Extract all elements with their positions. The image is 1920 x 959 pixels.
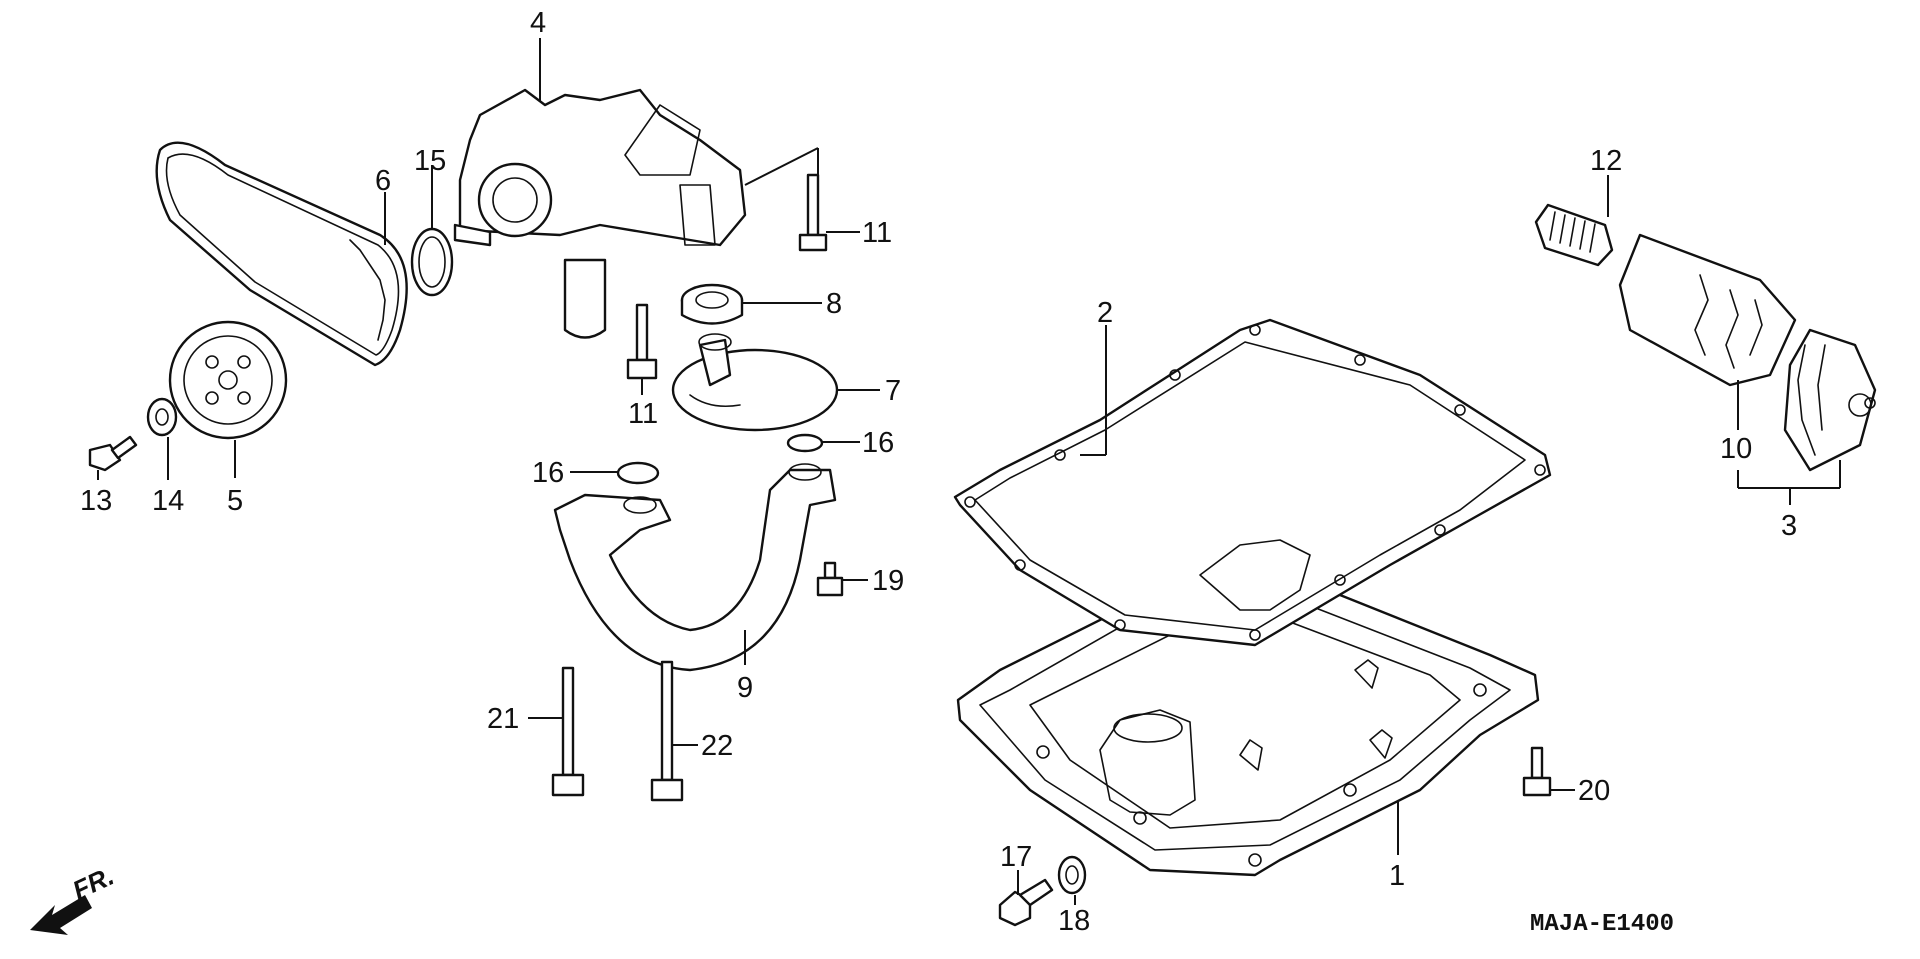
callout-10: 10: [1720, 433, 1752, 465]
callout-17: 17: [1000, 841, 1032, 873]
callout-22: 22: [701, 730, 733, 762]
collar: [680, 283, 744, 325]
flange-bolt-short: [816, 561, 844, 597]
callout-12: 12: [1590, 145, 1622, 177]
callout-3: 3: [1781, 510, 1797, 542]
callout-16b: 16: [862, 427, 894, 459]
callout-7: 7: [885, 375, 901, 407]
flange-bolt: [626, 173, 828, 380]
callout-13: 13: [80, 485, 112, 517]
oil-strainer-pipe: [553, 463, 837, 672]
callout-20: 20: [1578, 775, 1610, 807]
long-bolt-b: [650, 660, 684, 802]
front-indicator-label: FR.: [68, 861, 119, 906]
oil-filter-cartridge: [1618, 233, 1797, 387]
callout-18: 18: [1058, 905, 1090, 937]
diagram-code: MAJA-E1400: [1530, 911, 1674, 938]
pump-sprocket: [168, 320, 288, 440]
oil-pan-gasket: [953, 318, 1552, 647]
callout-1: 1: [1389, 860, 1405, 892]
callout-5: 5: [227, 485, 243, 517]
callout-16a: 16: [532, 457, 564, 489]
drain-bolt: [998, 878, 1054, 927]
callout-8: 8: [826, 288, 842, 320]
o-ring: [410, 227, 454, 297]
oil-filter-assembly: [1783, 328, 1877, 472]
front-arrow-icon: FR.: [30, 861, 119, 935]
sealing-washer: [1057, 855, 1087, 895]
callout-15: 15: [414, 145, 446, 177]
callout-6: 6: [375, 165, 391, 197]
drive-chain: [155, 141, 408, 367]
leader-lines: [97, 38, 1841, 905]
sprocket-bolt: [88, 435, 138, 472]
oil-pump: [453, 88, 747, 339]
filter-boss: [1534, 203, 1614, 267]
callout-21: 21: [487, 703, 519, 735]
washer: [146, 397, 178, 437]
callout-9: 9: [737, 672, 753, 704]
long-bolt-a: [551, 666, 585, 797]
callout-14: 14: [152, 485, 184, 517]
callout-11a: 11: [862, 217, 892, 249]
callout-2: 2: [1097, 297, 1113, 329]
callout-4: 4: [530, 7, 546, 39]
callout-11b: 11: [628, 398, 658, 430]
baffle-plate: [671, 333, 839, 432]
oil-pan: [956, 573, 1540, 877]
flange-bolt-pan: [1522, 746, 1552, 797]
callout-19: 19: [872, 565, 904, 597]
